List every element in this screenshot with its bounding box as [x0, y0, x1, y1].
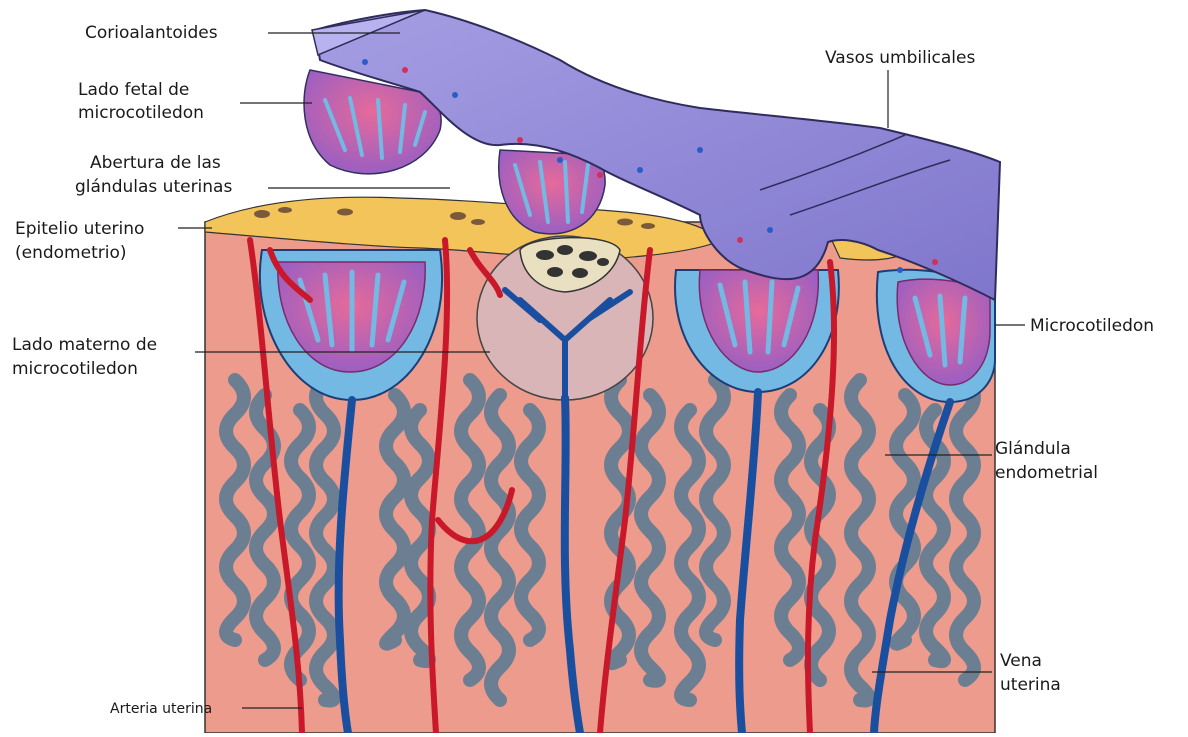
label-lado-fetal-line2: microcotiledon — [78, 103, 204, 123]
label-arteria-uterina: Arteria uterina — [110, 701, 212, 717]
label-vena-line2: uterina — [1000, 675, 1061, 695]
label-lado-materno-line1: Lado materno de — [12, 335, 157, 355]
label-glandula-line2: endometrial — [995, 463, 1098, 483]
label-abertura-line1: Abertura de las — [90, 153, 221, 173]
label-epitelio-line1: Epitelio uterino — [15, 219, 144, 239]
label-abertura-line2: glándulas uterinas — [75, 177, 232, 197]
label-glandula-line1: Glándula — [995, 439, 1071, 459]
label-lado-materno-line2: microcotiledon — [12, 359, 138, 379]
label-vasos-umbilicales: Vasos umbilicales — [825, 48, 975, 68]
label-corioalantoides: Corioalantoides — [85, 23, 218, 43]
label-lado-fetal-line1: Lado fetal de — [78, 80, 189, 100]
label-microcotiledon: Microcotiledon — [1030, 316, 1154, 336]
label-vena-line1: Vena — [1000, 651, 1042, 671]
label-epitelio-line2: (endometrio) — [15, 243, 127, 263]
